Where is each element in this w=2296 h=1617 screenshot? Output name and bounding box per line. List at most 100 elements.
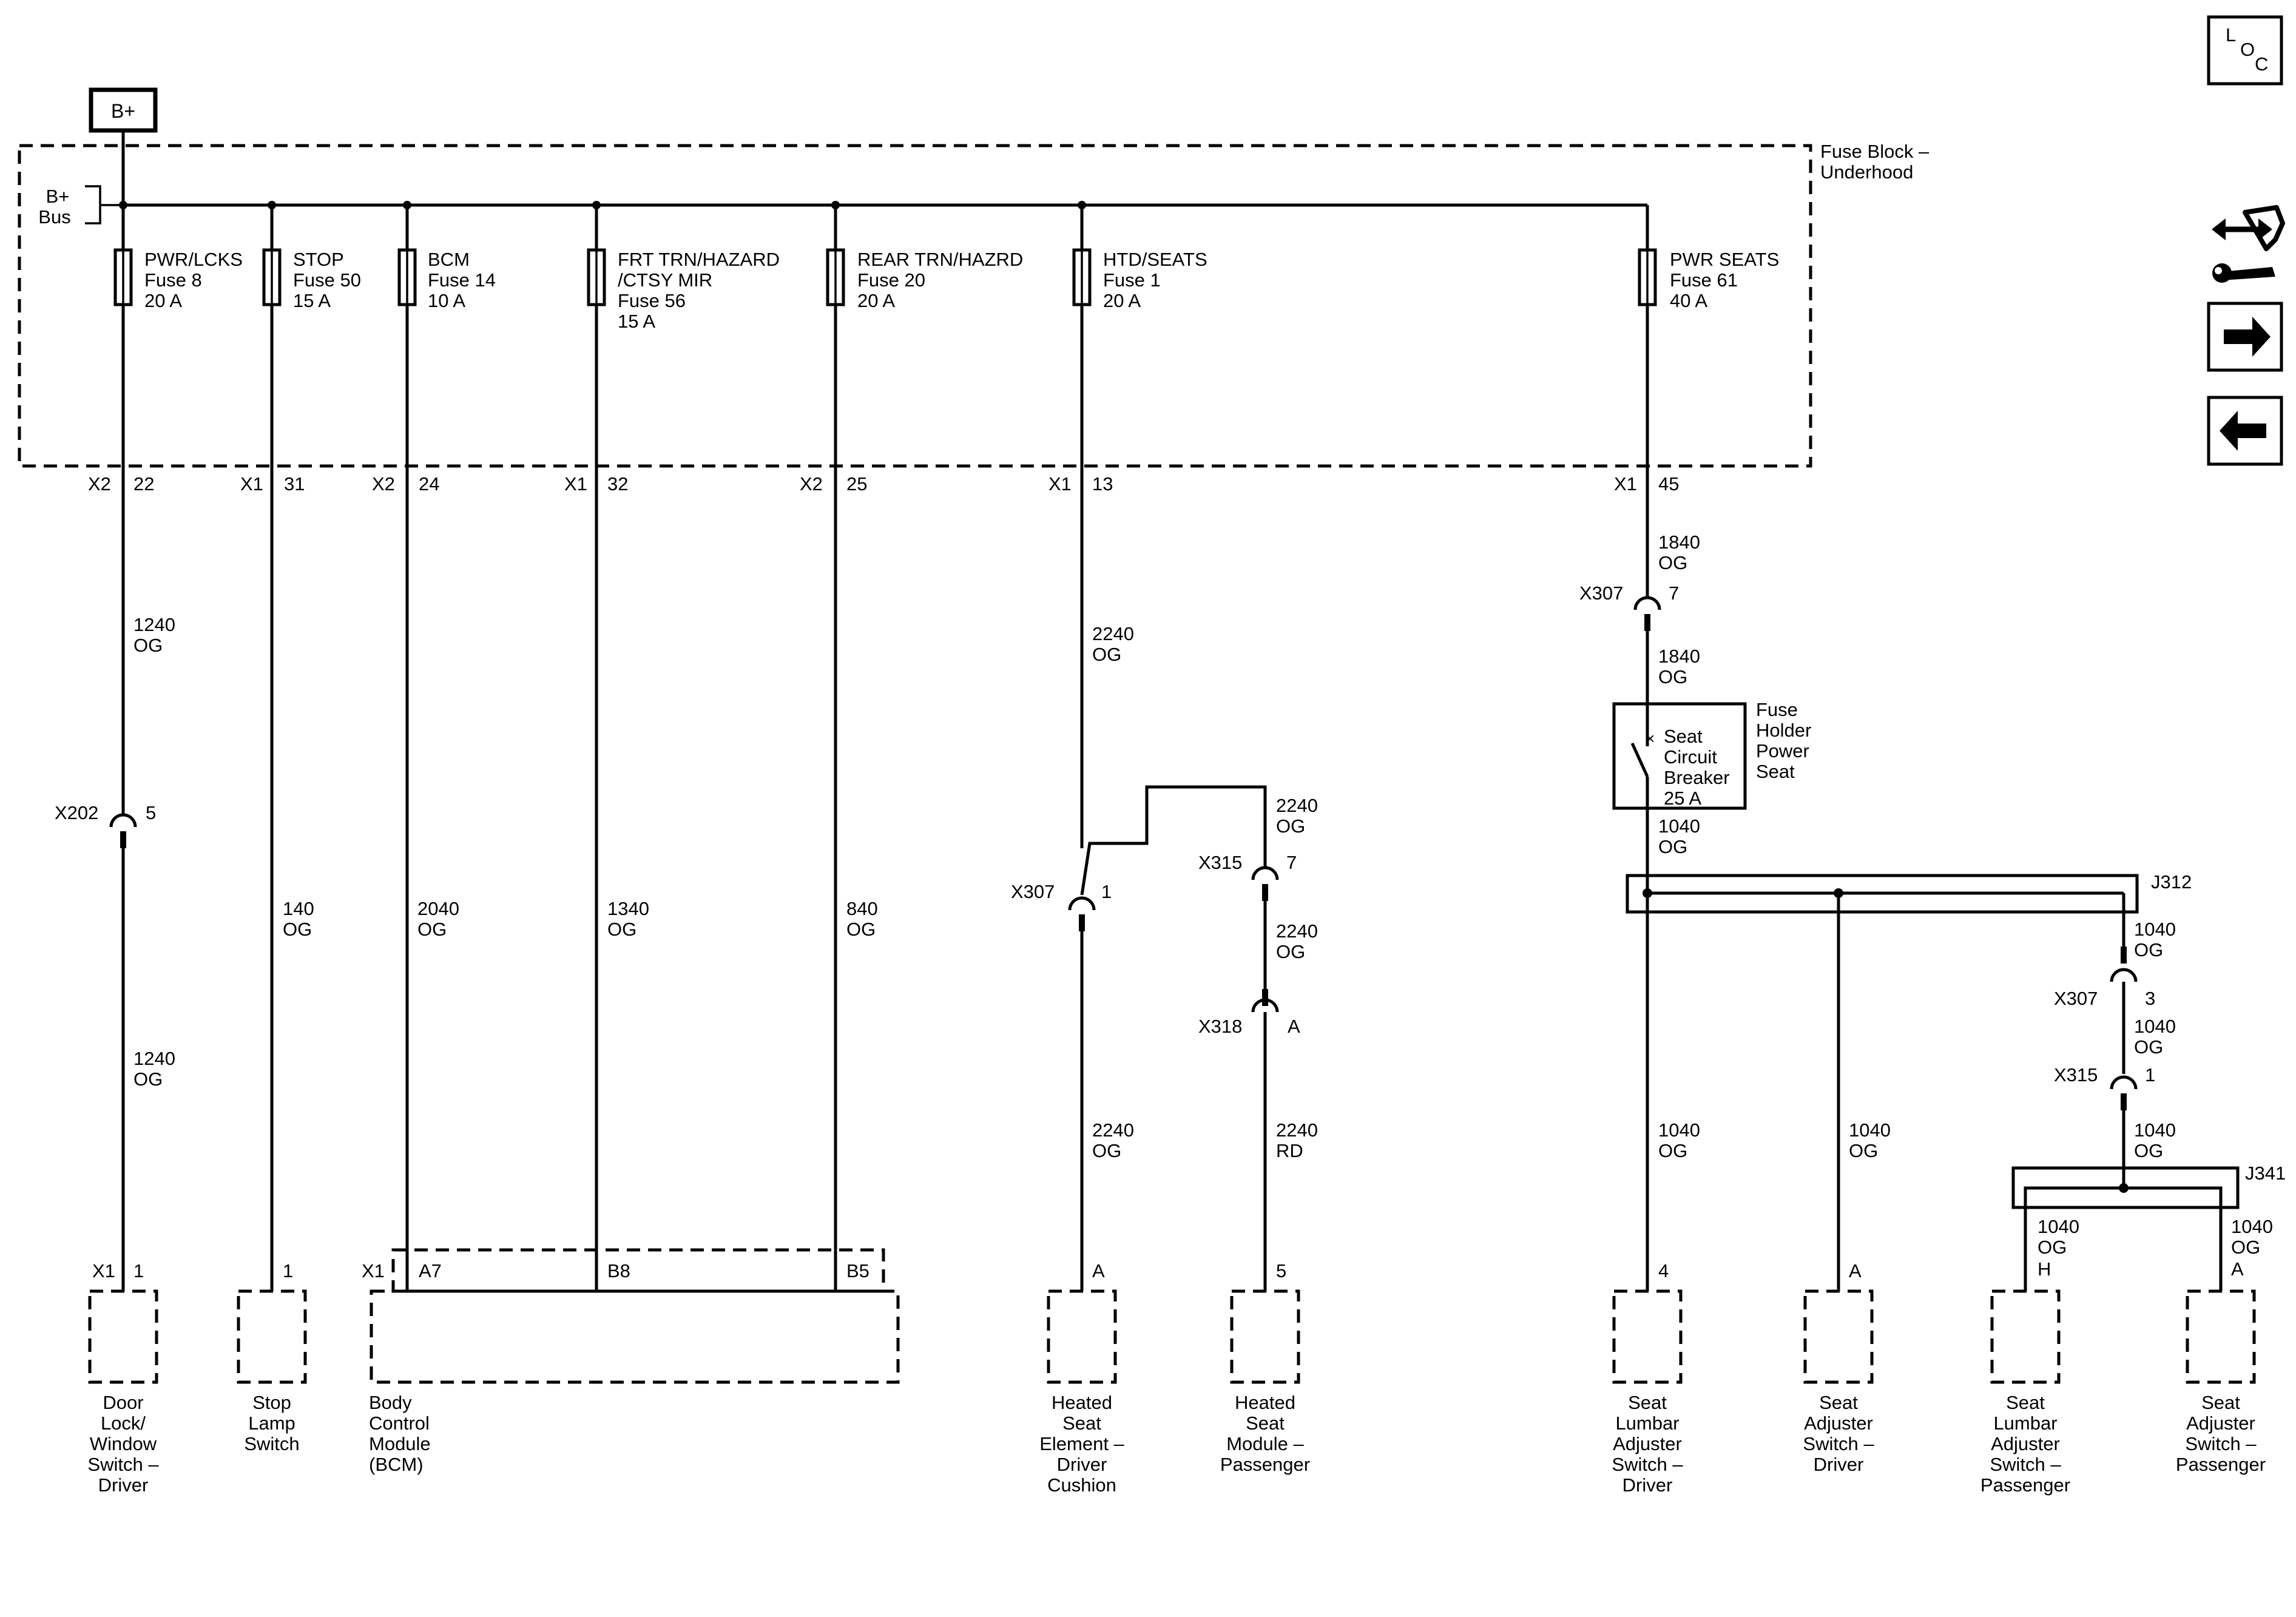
wire-label: OG <box>2231 1237 2260 1258</box>
wire-label: 1240 <box>133 1048 175 1069</box>
component-label: Switch – <box>1612 1454 1683 1475</box>
component-pin: H <box>2038 1258 2051 1280</box>
component-label: Module – <box>1226 1433 1304 1454</box>
component-door-lock-window-switch: X1 1 Door Lock/ Window Switch – Driver <box>87 1260 159 1496</box>
component-label: Control <box>369 1413 430 1434</box>
wire-label: 1240 <box>133 614 175 635</box>
wire-label: 2240 <box>1092 1119 1134 1141</box>
wire-label: 1840 <box>1658 532 1700 553</box>
component-pin: B5 <box>846 1260 869 1281</box>
fuse-label: Fuse 61 <box>1670 269 1738 291</box>
fuse-connector: X1 <box>1048 473 1072 495</box>
component-label: Switch – <box>1990 1454 2061 1475</box>
connector-pin: 3 <box>2145 988 2155 1009</box>
component-label: Body <box>369 1392 412 1413</box>
component-seat-lumbar-switch-driver: 4 Seat Lumbar Adjuster Switch – Driver <box>1612 1260 1683 1496</box>
circuit-door-lock: 1240 OG X202 5 1240 OG <box>55 466 175 1291</box>
splice-label: J312 <box>2151 871 2192 893</box>
component-label: Seat <box>1062 1413 1101 1434</box>
component-label: Adjuster <box>2186 1413 2255 1434</box>
fuse-pin: 13 <box>1092 473 1113 495</box>
loc-letter: L <box>2226 24 2236 46</box>
fuse-label: 20 A <box>144 290 182 311</box>
breaker-label: Circuit <box>1664 746 1717 768</box>
wire-label: OG <box>1092 1140 1121 1161</box>
connector-pin: A <box>1288 1016 1300 1037</box>
component-connector: X1 <box>362 1260 385 1281</box>
component-label: Driver <box>1622 1474 1673 1496</box>
fuse-pin: 25 <box>846 473 867 495</box>
fuse-label: 15 A <box>618 311 655 332</box>
component-label: Lock/ <box>101 1413 146 1434</box>
wire-label: 2240 <box>1092 623 1134 644</box>
arrow-left-button[interactable] <box>2207 396 2283 466</box>
connector-label: X315 <box>2054 1064 2098 1085</box>
component-pin: 1 <box>133 1260 144 1281</box>
fuse-rear-trn-hazrd: REAR TRN/HAZRD Fuse 20 20 A X2 25 <box>800 205 1023 495</box>
wire-label: OG <box>1658 666 1687 687</box>
component-label: Seat <box>2006 1392 2045 1413</box>
arrow-left-icon <box>2220 411 2266 451</box>
wire-label: OG <box>417 919 447 940</box>
component-label: Lamp <box>248 1413 295 1434</box>
fuse-pin: 32 <box>607 473 628 495</box>
connector-label: X318 <box>1198 1016 1242 1037</box>
fuse-frt-trn-hazard: FRT TRN/HAZARD /CTSY MIR Fuse 56 15 A X1… <box>564 205 780 495</box>
b-plus-bus: B+ Bus <box>38 185 1647 228</box>
holder-label: Seat <box>1756 761 1795 782</box>
fuse-connector: X2 <box>88 473 111 495</box>
circuit-power-seats: 1840 OG X307 7 1840 OG × Seat Circuit Br… <box>1579 466 2286 1291</box>
component-pin: B8 <box>607 1260 630 1281</box>
component-label: (BCM) <box>369 1454 424 1475</box>
circuit-stop-lamp: 140 OG <box>270 466 314 1291</box>
bus-label-line1: B+ <box>46 186 70 207</box>
component-label: Switch – <box>2185 1433 2257 1454</box>
component-label: Lumbar <box>1615 1413 1679 1434</box>
wire-label: 1040 <box>2134 1119 2176 1141</box>
wire-label: 1040 <box>2134 919 2176 940</box>
power-source: B+ <box>89 87 158 205</box>
fuse-label: 10 A <box>428 290 465 311</box>
component-label: Passenger <box>2176 1454 2266 1475</box>
fuse-label: Fuse 50 <box>293 269 361 291</box>
connector-label: X315 <box>1198 852 1242 873</box>
fuse-label: Fuse 56 <box>618 290 686 311</box>
fuse-block-label-line2: Underhood <box>1820 161 1913 183</box>
connector-label: X202 <box>55 802 98 823</box>
connector-pin: 7 <box>1669 582 1679 604</box>
component-label: Driver <box>98 1474 149 1496</box>
arrow-right-button[interactable] <box>2207 302 2283 372</box>
fuse-stop: STOP Fuse 50 15 A X1 31 <box>240 205 361 495</box>
circuit-frt-trn: 1340 OG <box>595 466 649 1291</box>
wire-label: OG <box>133 1068 163 1090</box>
bus-label-line2: Bus <box>38 206 70 228</box>
connector-pin: 7 <box>1286 852 1297 873</box>
circuit-rear-trn: 840 OG <box>834 466 878 1291</box>
loc-button[interactable]: L O C <box>2207 15 2283 86</box>
fuse-label: 40 A <box>1670 290 1707 311</box>
component-label: Driver <box>1814 1454 1864 1475</box>
fuse-pin: 45 <box>1658 473 1679 495</box>
wire-label: OG <box>1276 941 1305 962</box>
component-label: Element – <box>1039 1433 1124 1454</box>
fuse-label: 20 A <box>1103 290 1141 311</box>
component-label: Module <box>369 1433 431 1454</box>
wire-label: 2040 <box>417 898 459 919</box>
fuse-pin: 22 <box>133 473 154 495</box>
fuse-label: /CTSY MIR <box>618 269 712 291</box>
wire-label: 1340 <box>607 898 649 919</box>
wire-label: 1040 <box>1658 1119 1700 1141</box>
component-body-control-module: X1 A7 B8 B5 Body Control Module (BCM) <box>362 1248 900 1475</box>
component-seat-adjuster-switch-driver: A Seat Adjuster Switch – Driver <box>1803 1260 1874 1475</box>
component-label: Cushion <box>1047 1474 1116 1496</box>
fuse-label: REAR TRN/HAZRD <box>857 249 1023 270</box>
fuse-holder-power-seat <box>1612 702 1747 810</box>
wire-label: OG <box>2134 1140 2163 1161</box>
wire-label: OG <box>1276 815 1305 837</box>
breaker-label: Breaker <box>1664 767 1730 788</box>
wire-label: OG <box>2134 1036 2163 1058</box>
fuse-block-underhood: Fuse Block – Underhood <box>18 141 1930 468</box>
connector-repair-icon[interactable] <box>2212 205 2285 283</box>
component-seat-lumbar-switch-passenger: H Seat Lumbar Adjuster Switch – Passenge… <box>1980 1258 2070 1496</box>
fuse-connector: X2 <box>372 473 395 495</box>
